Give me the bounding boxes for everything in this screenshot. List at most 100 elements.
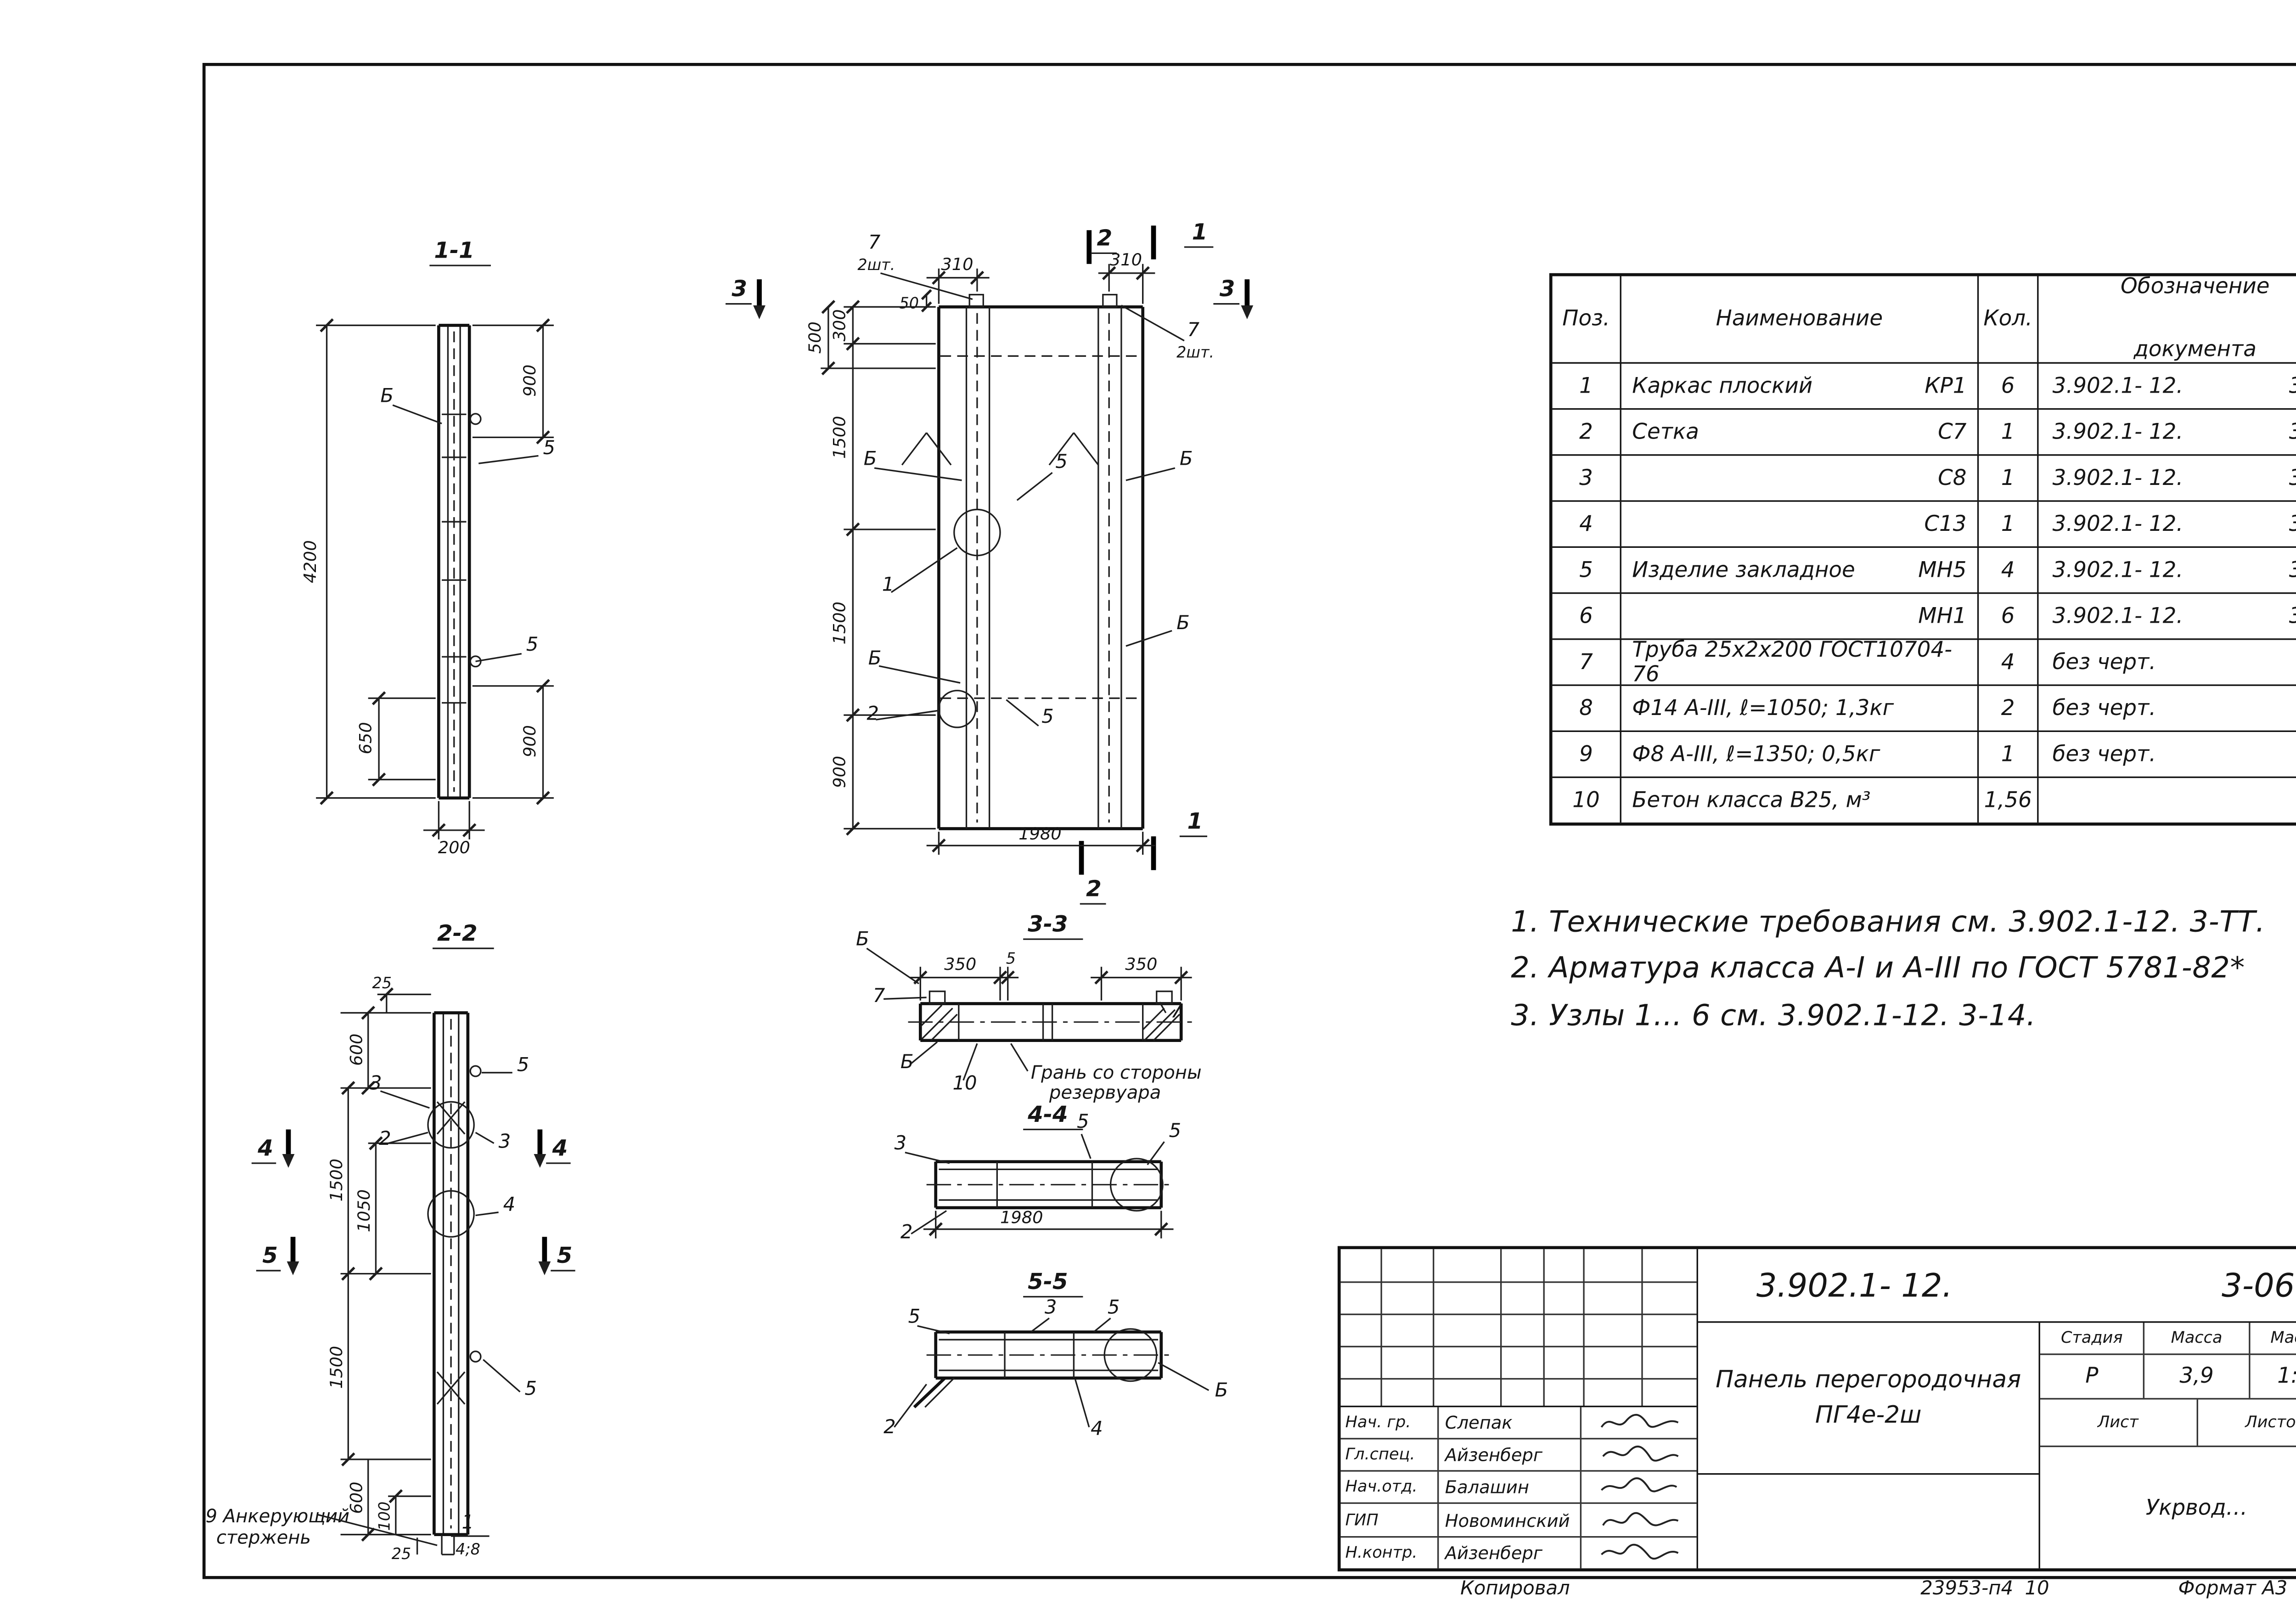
table-row: 4 С13 1 3.902.1- 12.3-17 bbox=[1552, 501, 2296, 548]
dim-label: 900 bbox=[830, 756, 850, 788]
callout-label: 2 bbox=[867, 702, 879, 724]
callout-label: 5 bbox=[524, 1377, 537, 1400]
col-header-doc: Обозначение документа bbox=[2120, 276, 2270, 362]
table-row: 10 Бетон класса В25, м³ 1,56 bbox=[1553, 778, 2296, 823]
callout-label: 2шт. bbox=[857, 256, 895, 274]
callout-label: 5 bbox=[908, 1305, 921, 1328]
dim-label: 600 bbox=[346, 1481, 366, 1514]
callout-label: 5 bbox=[517, 1053, 529, 1075]
dim-label: 310 bbox=[1110, 250, 1142, 270]
callout-label: 2 bbox=[379, 1127, 391, 1149]
section-label: 4 bbox=[257, 1135, 273, 1161]
view-title: 3-3 bbox=[1028, 911, 1068, 937]
callout-label: Б bbox=[1176, 611, 1190, 634]
note-line: 2. Арматура класса А-I и А-III по ГОСТ 5… bbox=[1511, 952, 2245, 986]
dim-label: 1980 bbox=[1000, 1207, 1043, 1227]
view-4-4: 4-4 1980 3 5 5 2 bbox=[895, 1102, 1182, 1243]
stage-label: Стадия bbox=[2040, 1323, 2145, 1354]
callout-label: Б bbox=[1215, 1379, 1228, 1401]
callout-label: 5 bbox=[1169, 1119, 1181, 1142]
col-header-qty: Кол. bbox=[1979, 276, 2039, 362]
node-flag-number: 1 bbox=[461, 1510, 474, 1533]
callout-label: 2шт. bbox=[1176, 343, 1214, 361]
dim-label: 25 bbox=[372, 974, 392, 992]
mass-value: 3,9 bbox=[2145, 1355, 2250, 1398]
drawing-title-line1: Панель перегородочная bbox=[1716, 1365, 2021, 1393]
col-header-pos: Поз. bbox=[1553, 276, 1621, 362]
view-title: 5-5 bbox=[1028, 1269, 1068, 1295]
note-line: 1. Технические требования см. 3.902.1-12… bbox=[1511, 905, 2266, 940]
title-block-main: 3.902.1- 12. 3-06 Панель перегородочная … bbox=[1698, 1249, 2296, 1569]
callout-label: 4 bbox=[503, 1193, 516, 1216]
dim-label: 1050 bbox=[354, 1189, 374, 1233]
scale-label: Масшт. bbox=[2270, 1329, 2296, 1348]
title-block-signatures: Нач. гр. Слепак Гл.спец. Айзенберг Нач.о… bbox=[1340, 1249, 1698, 1569]
section-label: 5 bbox=[262, 1243, 278, 1268]
dim-label: 900 bbox=[520, 365, 540, 397]
section-label: 3 bbox=[1220, 276, 1235, 302]
section-label: 1 bbox=[1187, 809, 1203, 834]
dim-label: 1500 bbox=[326, 1159, 346, 1202]
callout-label: Б bbox=[380, 384, 394, 407]
col-header-name: Наименование bbox=[1621, 276, 1979, 362]
callout-label: 3 bbox=[499, 1130, 511, 1153]
document-number: 3.902.1- 12. 3-06 bbox=[1698, 1249, 2296, 1323]
dim-label: 5 bbox=[1006, 950, 1016, 968]
signature-row: Нач. гр. Слепак bbox=[1340, 1406, 1697, 1439]
stage-value: Р bbox=[2040, 1355, 2145, 1398]
table-row: 6 МН1 6 3.902.1- 12.3-23 bbox=[1552, 594, 2296, 640]
dim-label: 1500 bbox=[326, 1346, 346, 1389]
dim-label: 1500 bbox=[830, 602, 850, 645]
drawing-title-line2: ПГ4е-2ш bbox=[1815, 1401, 1922, 1429]
stage-mass-scale-grid: Стадия Масса Масшт. Р 3,9 1:50 Лист Лист… bbox=[2040, 1323, 2296, 1569]
dim-label: 100 bbox=[375, 1502, 393, 1531]
note-text: резервуара bbox=[1049, 1082, 1161, 1104]
signature-row: ГИП Новоминский bbox=[1340, 1504, 1697, 1537]
dim-label: 200 bbox=[438, 838, 470, 857]
sheet-frame bbox=[202, 63, 2296, 1579]
dim-label: 650 bbox=[355, 722, 375, 754]
view-5-5: 5-5 5 3 5 2 4 Б bbox=[884, 1269, 1228, 1439]
note-text: стержень bbox=[216, 1527, 311, 1548]
signature-row: Гл.спец. Айзенберг bbox=[1340, 1439, 1697, 1472]
callout-label: 5 bbox=[526, 633, 539, 655]
callout-label: 7 bbox=[1187, 318, 1200, 341]
parts-table: Поз. Наименование Кол. Обозначение докум… bbox=[1549, 273, 2296, 826]
technical-notes: 1. Технические требования см. 3.902.1-12… bbox=[1511, 899, 2265, 1039]
note-line: 3. Узлы 1... 6 см. 3.902.1-12. 3-14. bbox=[1511, 998, 2036, 1033]
dim-label: 900 bbox=[520, 725, 540, 757]
section-label: 3 bbox=[732, 276, 747, 302]
view-2-2: 2-2 25 bbox=[206, 920, 575, 1563]
callout-label: Б bbox=[856, 927, 869, 950]
callout-label: Б bbox=[864, 447, 877, 470]
callout-label: 2 bbox=[884, 1415, 896, 1438]
order-code: 23953-п4 bbox=[1920, 1576, 2014, 1599]
section-label: 2 bbox=[1097, 225, 1112, 251]
dim-label: 50 bbox=[899, 294, 919, 312]
callout-label: 3 bbox=[1045, 1295, 1057, 1318]
view-main-elevation: 1 1 2 2 3 3 310 bbox=[726, 219, 1254, 905]
callout-label: 7 bbox=[1171, 1000, 1183, 1022]
signature-scribble bbox=[1581, 1439, 1697, 1470]
signature-row: Н.контр. Айзенберг bbox=[1341, 1537, 1697, 1569]
signature-scribble bbox=[1581, 1537, 1697, 1568]
signature-scribble bbox=[1581, 1504, 1697, 1536]
signature-scribble bbox=[1581, 1407, 1697, 1438]
section-label: 4 bbox=[552, 1135, 568, 1161]
dim-label: 4200 bbox=[300, 540, 320, 583]
dim-label: 1980 bbox=[1019, 824, 1062, 844]
dim-label: 1500 bbox=[830, 416, 850, 459]
callout-label: 5 bbox=[1041, 705, 1054, 727]
node-flag-ref: 4;8 bbox=[456, 1540, 480, 1558]
copied-by-label: Копировал bbox=[1460, 1576, 1570, 1599]
callout-label: 5 bbox=[1108, 1295, 1120, 1318]
view-title: 1-1 bbox=[434, 237, 474, 263]
organization-name: Укрвод… bbox=[2145, 1495, 2248, 1520]
table-row: 3 С8 1 3.902.1- 12.3-16 bbox=[1552, 456, 2296, 502]
view-title: 4-4 bbox=[1027, 1102, 1068, 1127]
dim-label: 500 bbox=[805, 321, 825, 354]
